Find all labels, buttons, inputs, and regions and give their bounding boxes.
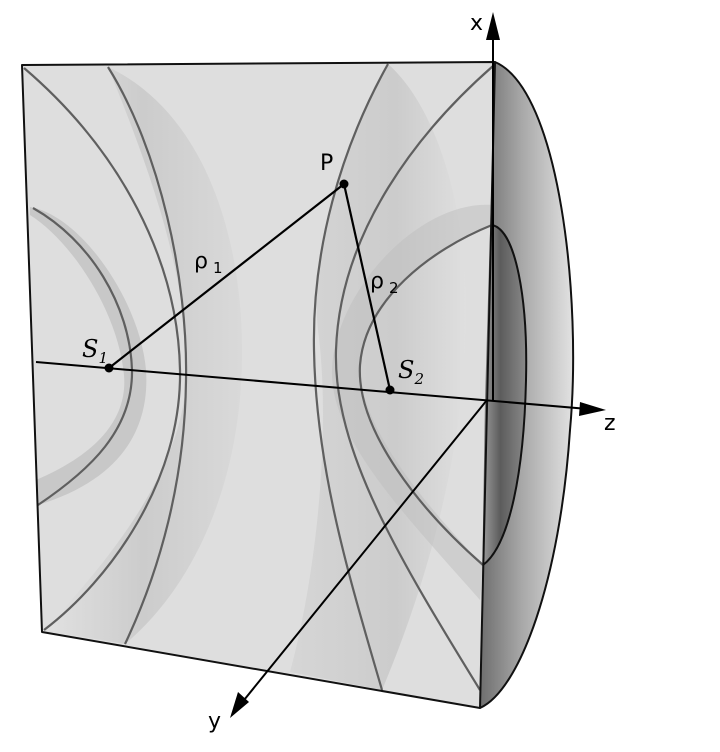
source-2-subscript: 2	[413, 370, 424, 388]
left-curve-middle	[23, 67, 182, 631]
x-axis-arrowhead	[486, 12, 500, 40]
y-axis-arrowhead	[230, 692, 249, 718]
rho-2-subscript: 2	[389, 279, 399, 297]
z-axis-arrowhead	[579, 402, 606, 416]
right-curve-outer	[312, 63, 389, 691]
right-curve-inner	[358, 223, 493, 566]
source-1-subscript: 1	[98, 349, 108, 367]
right-curve-middle	[334, 65, 494, 691]
source-1-letter: S	[82, 335, 98, 363]
left-curve-outer	[107, 66, 188, 645]
y-axis-line	[239, 399, 488, 706]
y-axis-label: y	[208, 709, 221, 734]
rho-1-subscript: 1	[213, 259, 223, 277]
source-2-letter: S	[398, 356, 414, 384]
source-2-marker	[385, 385, 395, 395]
left-wavefront-shell-outer	[44, 67, 243, 644]
z-axis-label: z	[604, 411, 616, 436]
right-wavefront-shell-inner	[331, 204, 492, 601]
rho-1-segment	[108, 183, 345, 369]
rho-2-letter: ρ	[370, 269, 384, 294]
source-1-label: S1	[82, 335, 108, 367]
source-1-marker	[104, 363, 114, 373]
source-2-label: S2	[398, 356, 424, 388]
x-axis-label: x	[470, 11, 483, 36]
rho-2-segment	[342, 183, 392, 391]
rho-1-letter: ρ	[194, 249, 208, 274]
inner-cap-outline	[482, 224, 528, 566]
z-axis-line	[35, 361, 589, 410]
cylinder-cap-outline	[479, 61, 575, 709]
point-p-marker	[339, 179, 349, 189]
point-p-label: P	[320, 151, 333, 176]
